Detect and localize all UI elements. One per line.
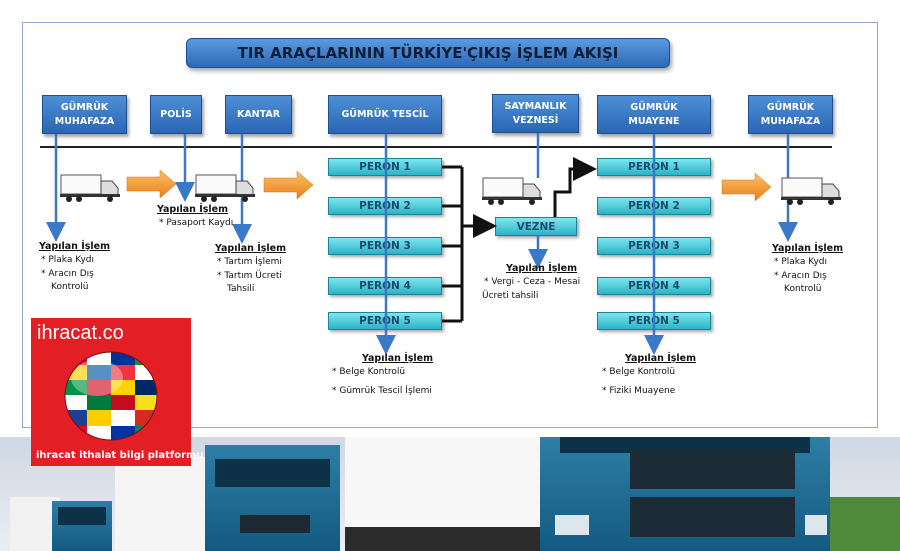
muayene-peron-4: PERON 4 xyxy=(597,277,711,295)
ops-item: * Tartım Ücreti xyxy=(217,270,282,281)
ops-item: * Gümrük Tescil İşlemi xyxy=(332,385,432,396)
station-label-line1: GÜMRÜK TESCİL xyxy=(341,108,429,120)
ops-item: Ücreti tahsili xyxy=(482,290,539,301)
ops-item: * Pasaport Kaydı xyxy=(159,218,234,229)
station-label-line1: GÜMRÜK xyxy=(630,101,678,113)
muayene-peron-3: PERON 3 xyxy=(597,237,711,255)
ops-muayene: Yapılan İşlem * Belge Kontrolü * Fiziki … xyxy=(600,352,696,398)
ops-heading: Yapılan İşlem xyxy=(625,353,696,364)
ihracat-logo: ihracat.co ihracat ithalat bilgi platfor… xyxy=(31,318,204,466)
ops-item: * Aracın Dış xyxy=(774,270,827,281)
ops-item: * Aracın Dış xyxy=(41,268,94,279)
station-label-line2: VEZNESİ xyxy=(512,114,559,126)
station-label-line2: MUHAFAZA xyxy=(760,115,821,127)
station-label-line1: GÜMRÜK xyxy=(766,101,815,113)
diagram-title: TIR ARAÇLARININ TÜRKİYE'ÇIKIŞ İŞLEM AKIŞ… xyxy=(186,38,670,68)
station-label-line1: SAYMANLIK xyxy=(504,100,567,112)
ops-item: * Belge Kontrolü xyxy=(602,367,676,378)
ops-kantar: Yapılan İşlem * Tartım İşlemi * Tartım Ü… xyxy=(215,242,286,297)
station-label-line1: POLİS xyxy=(160,108,192,120)
ops-heading: Yapılan İşlem xyxy=(215,243,286,254)
muayene-peron-5: PERON 5 xyxy=(597,312,711,330)
ops-item: Tahsili xyxy=(227,284,255,295)
station-kantar: KANTAR xyxy=(225,95,292,134)
ops-item: Kontrolü xyxy=(51,282,89,293)
station-label-line2: MUAYENE xyxy=(628,115,680,127)
ops-item: * Belge Kontrolü xyxy=(332,367,406,378)
vezne-box: VEZNE xyxy=(495,217,577,236)
ops-item: * Tartım İşlemi xyxy=(217,257,282,268)
station-gumruk-tescil: GÜMRÜK TESCİL xyxy=(328,95,442,134)
station-saymanlik-veznesi: SAYMANLIK VEZNESİ xyxy=(492,94,579,133)
tescil-peron-1: PERON 1 xyxy=(328,158,442,176)
ops-item: * Plaka Kydı xyxy=(774,257,828,268)
globe-flags-icon xyxy=(64,351,158,441)
station-polis: POLİS xyxy=(150,95,202,134)
ops-muhafaza-entry: Yapılan İşlem * Plaka Kydı * Aracın Dış … xyxy=(39,240,110,295)
muayene-peron-1: PERON 1 xyxy=(597,158,711,176)
tescil-peron-2: PERON 2 xyxy=(328,197,442,215)
ops-vezne: Yapılan İşlem * Vergi - Ceza - Mesai Ücr… xyxy=(482,262,580,303)
ops-heading: Yapılan İşlem xyxy=(39,241,110,252)
muayene-peron-2: PERON 2 xyxy=(597,197,711,215)
logo-name: ihracat.co xyxy=(37,322,124,344)
ops-item: Kontrolü xyxy=(784,284,822,295)
tescil-peron-4: PERON 4 xyxy=(328,277,442,295)
station-gumruk-muhafaza-exit: GÜMRÜK MUHAFAZA xyxy=(748,95,833,134)
ops-heading: Yapılan İşlem xyxy=(506,263,577,274)
ops-muhafaza-exit: Yapılan İşlem * Plaka Kydı * Aracın Dış … xyxy=(772,242,843,297)
ops-tescil: Yapılan İşlem * Belge Kontrolü * Gümrük … xyxy=(330,352,433,398)
station-gumruk-muhafaza-entry: GÜMRÜK MUHAFAZA xyxy=(42,95,127,134)
ops-item: * Vergi - Ceza - Mesai xyxy=(484,277,581,288)
ops-polis: Yapılan İşlem * Pasaport Kaydı xyxy=(157,203,233,231)
logo-tagline: ihracat ithalat bilgi platformu xyxy=(36,450,204,461)
ops-item: * Fiziki Muayene xyxy=(602,385,676,396)
ops-heading: Yapılan İşlem xyxy=(362,353,433,364)
tescil-peron-3: PERON 3 xyxy=(328,237,442,255)
ops-heading: Yapılan İşlem xyxy=(157,204,228,215)
station-baseline xyxy=(40,146,832,148)
ops-item: * Plaka Kydı xyxy=(41,255,95,266)
station-label-line1: GÜMRÜK xyxy=(60,101,109,113)
station-label-line1: KANTAR xyxy=(236,108,281,120)
ops-heading: Yapılan İşlem xyxy=(772,243,843,254)
tescil-peron-5: PERON 5 xyxy=(328,312,442,330)
station-label-line2: MUHAFAZA xyxy=(54,115,115,127)
station-gumruk-muayene: GÜMRÜK MUAYENE xyxy=(597,95,711,134)
